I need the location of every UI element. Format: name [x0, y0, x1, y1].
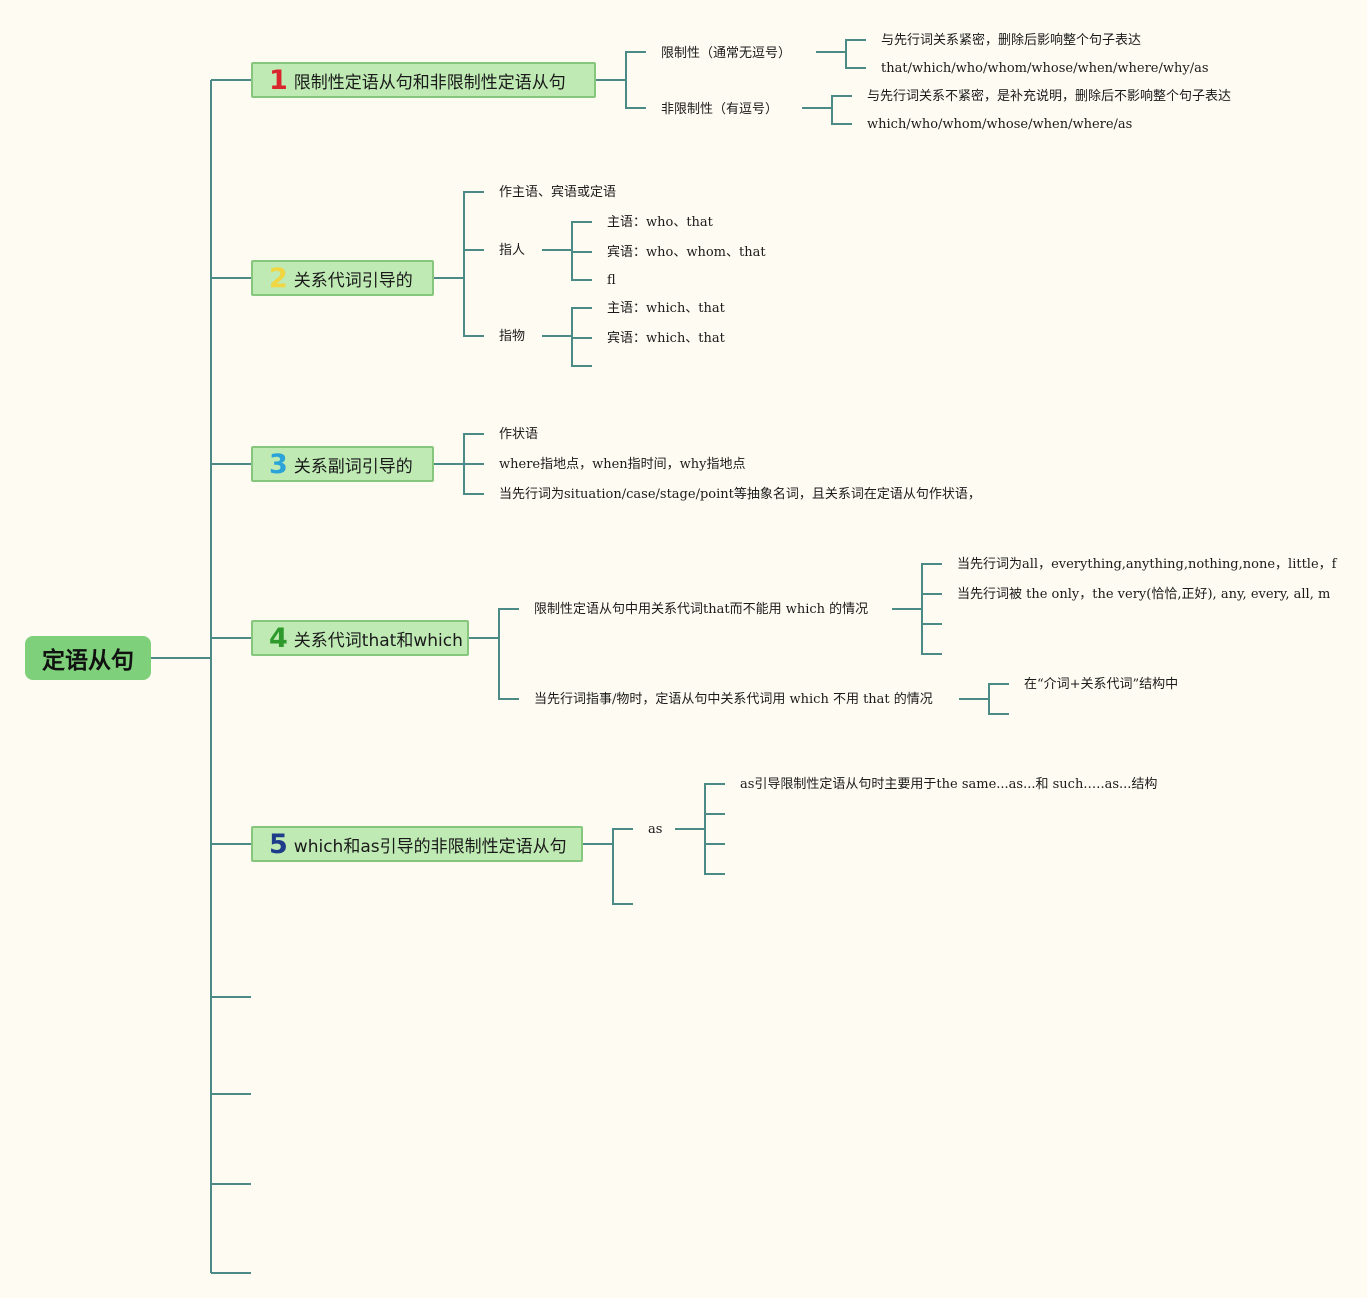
adverb-item-2[interactable]: where指地点，when指时间，why指地点 [499, 457, 746, 472]
branch-2-label: 关系代词引导的 [293, 270, 413, 291]
person-node[interactable]: 指人 [499, 243, 526, 258]
restrictive-item-1[interactable]: 与先行词关系紧密，删除后影响整个句子表达 [881, 33, 1142, 48]
number-1-icon: 1 [269, 64, 288, 96]
branch-5[interactable]: 5 which和as引导的非限制性定语从句 [251, 826, 583, 862]
thing-item-1[interactable]: 主语：which、that [607, 301, 725, 316]
that-item-2[interactable]: 当先行词被 the only，the very(恰恰,正好), any, eve… [957, 587, 1331, 602]
number-3-icon: 3 [269, 448, 288, 480]
number-2-icon: 2 [269, 262, 288, 294]
nonrestrictive-node[interactable]: 非限制性（有逗号） [661, 102, 779, 117]
that-case-node[interactable]: 限制性定语从句中用关系代词that而不能用 which 的情况 [534, 602, 869, 617]
branch-3-label: 关系副词引导的 [293, 456, 413, 477]
branch-2[interactable]: 2 关系代词引导的 [251, 260, 434, 296]
thing-node[interactable]: 指物 [499, 329, 526, 344]
adverb-item-3[interactable]: 当先行词为situation/case/stage/point等抽象名词，且关系… [499, 487, 981, 502]
person-item-2[interactable]: 宾语：who、whom、that [607, 245, 766, 260]
restrictive-node[interactable]: 限制性（通常无逗号） [661, 46, 792, 61]
root-topic[interactable]: 定语从句 [25, 636, 151, 680]
as-node[interactable]: as [648, 822, 663, 837]
thing-item-2[interactable]: 宾语：which、that [607, 331, 725, 346]
that-item-1[interactable]: 当先行词为all，everything,anything,nothing,non… [957, 557, 1337, 572]
adverb-item-1[interactable]: 作状语 [499, 427, 539, 442]
branch-4[interactable]: 4 关系代词that和which [251, 620, 469, 656]
branch-4-label: 关系代词that和which [293, 630, 463, 651]
restrictive-item-2[interactable]: that/which/who/whom/whose/when/where/why… [881, 61, 1209, 76]
which-case-node[interactable]: 当先行词指事/物时，定语从句中关系代词用 which 不用 that 的情况 [534, 692, 933, 707]
role-node[interactable]: 作主语、宾语或定语 [499, 185, 617, 200]
branch-5-label: which和as引导的非限制性定语从句 [293, 836, 567, 857]
number-5-icon: 5 [269, 828, 288, 860]
branch-1-label: 限制性定语从句和非限制性定语从句 [293, 72, 566, 93]
person-item-1[interactable]: 主语：who、that [607, 215, 713, 230]
number-4-icon: 4 [269, 622, 288, 654]
as-item-1[interactable]: as引导限制性定语从句时主要用于the same...as...和 such.…… [740, 777, 1158, 792]
person-item-3[interactable]: fl [607, 273, 616, 288]
nonrestrictive-item-1[interactable]: 与先行词关系不紧密，是补充说明，删除后不影响整个句子表达 [867, 89, 1232, 104]
branch-3[interactable]: 3 关系副词引导的 [251, 446, 434, 482]
nonrestrictive-item-2[interactable]: which/who/whom/whose/when/where/as [867, 117, 1133, 132]
branch-1[interactable]: 1 限制性定语从句和非限制性定语从句 [251, 62, 596, 98]
which-item-1[interactable]: 在“介词+关系代词”结构中 [1024, 677, 1179, 692]
